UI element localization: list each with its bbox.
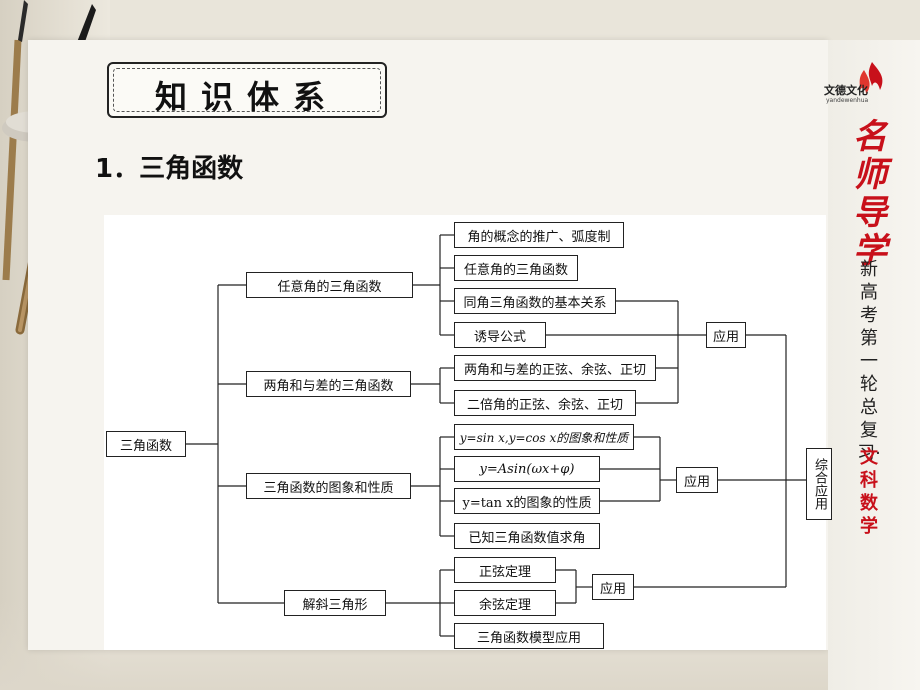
apply-node-2: 应用 (676, 467, 718, 493)
logo-text: 文德文化 (824, 84, 868, 97)
section-title-frame: 知识体系 (107, 62, 387, 118)
logo-subtext: yandewenhua (826, 97, 869, 104)
series-title: 新高考第一轮总复习· (857, 259, 881, 464)
apply-node-3: 应用 (592, 574, 634, 600)
final-node-comprehensive-application: 综合应用 (806, 448, 832, 520)
topic-node-graph-properties: 三角函数的图象和性质 (246, 473, 411, 499)
brand-name: 名师导学 (853, 117, 887, 271)
leaf-node: 正弦定理 (454, 557, 556, 583)
page-heading: 1．三角函数 (95, 154, 244, 184)
diagram-root-node: 三角函数 (106, 431, 186, 457)
topic-node-solve-triangle: 解斜三角形 (284, 590, 386, 616)
leaf-node: 两角和与差的正弦、余弦、正切 (454, 355, 656, 381)
leaf-node: 余弦定理 (454, 590, 556, 616)
leaf-node: y=Asin(ωx+φ) (454, 456, 600, 482)
flame-logo-icon (859, 62, 883, 94)
section-title: 知识体系 (154, 78, 339, 116)
topic-node-arbitrary-angle: 任意角的三角函数 (246, 272, 413, 298)
leaf-node: 任意角的三角函数 (454, 255, 578, 281)
leaf-node: y=tan x的图象的性质 (454, 488, 600, 514)
brand-panel (828, 40, 920, 690)
leaf-node: 诱导公式 (454, 322, 546, 348)
subject-title: 文科数学 (860, 447, 878, 537)
leaf-node: 同角三角函数的基本关系 (454, 288, 616, 314)
leaf-node: y=sin x,y=cos x的图象和性质 (454, 424, 634, 450)
apply-node-1: 应用 (706, 322, 746, 348)
leaf-node: 三角函数模型应用 (454, 623, 604, 649)
topic-node-sum-difference: 两角和与差的三角函数 (246, 371, 411, 397)
leaf-node: 二倍角的正弦、余弦、正切 (454, 390, 636, 416)
leaf-node: 已知三角函数值求角 (454, 523, 600, 549)
leaf-node: 角的概念的推广、弧度制 (454, 222, 624, 248)
